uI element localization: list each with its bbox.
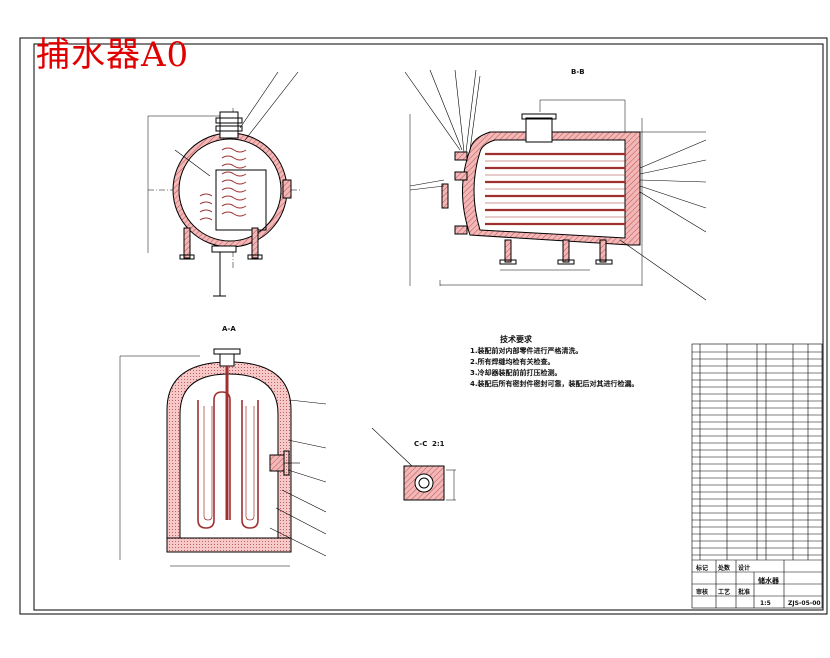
title-block-assembly-name: 储水器 xyxy=(758,577,779,585)
title-block-label: 工艺 xyxy=(718,589,731,596)
title-block-label: 审核 xyxy=(696,589,709,596)
title-block-label: 标记 xyxy=(696,565,709,572)
outer-border xyxy=(19,37,828,615)
vertical-section-view xyxy=(119,348,327,567)
stamp-title: 捕水器A0 xyxy=(36,35,190,75)
title-block-scale: 1:5 xyxy=(760,600,771,607)
end-view xyxy=(147,71,300,297)
section-label-c: C-C xyxy=(414,440,428,448)
section-label-a: A-A xyxy=(222,325,236,333)
inner-border xyxy=(33,43,824,611)
detail-view xyxy=(371,427,456,501)
tech-requirements-title: 技术要求 xyxy=(500,335,532,344)
tech-requirements-list: 1.装配前对内部零件进行严格清洗。 2.所有焊缝均检有关检查。 3.冷却器装配前… xyxy=(470,346,695,390)
parts-list xyxy=(691,343,823,609)
title-block-label: 批准 xyxy=(738,589,751,596)
tech-requirement-item: 4.装配后所有密封件密封可靠，装配后对其进行检漏。 xyxy=(470,380,639,388)
tech-requirement-item: 1.装配前对内部零件进行严格清洗。 xyxy=(470,347,583,355)
title-block-label: 处数 xyxy=(718,565,731,572)
detail-scale-label: 2:1 xyxy=(432,440,445,448)
tech-requirement-item: 3.冷却器装配前前打压检测。 xyxy=(470,369,562,377)
side-section-view xyxy=(404,69,707,301)
section-label-b: B-B xyxy=(571,68,585,76)
title-block-label: 设计 xyxy=(738,565,751,572)
tech-requirement-item: 2.所有焊缝均检有关检查。 xyxy=(470,358,555,366)
title-block-drawing-code: ZJS-05-00 xyxy=(788,600,821,607)
